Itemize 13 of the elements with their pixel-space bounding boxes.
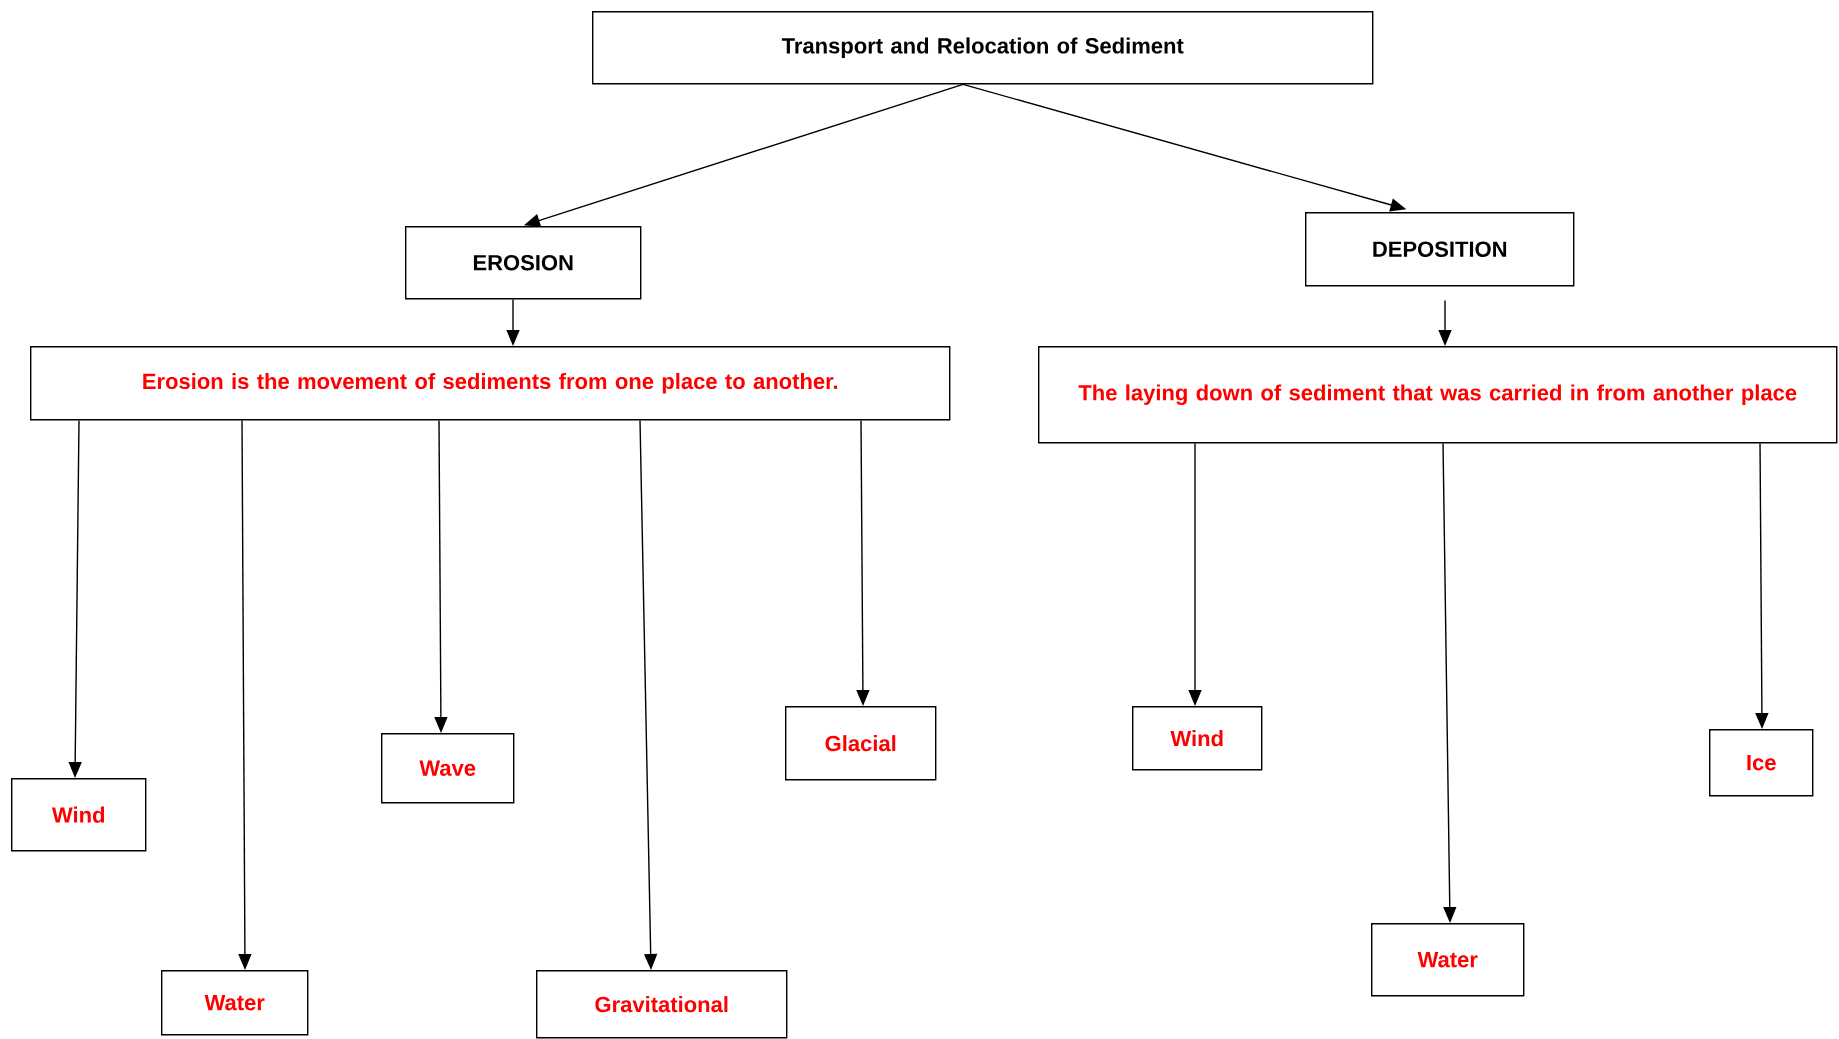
process-box: Glacial xyxy=(785,706,937,781)
definition-box: Erosion is the movement of sediments from one place to another. xyxy=(30,346,951,421)
process-box: Wave xyxy=(381,733,515,804)
process-box: Ice xyxy=(1709,729,1814,797)
process-box: Water xyxy=(1371,923,1525,997)
process-box: Wind xyxy=(11,778,147,852)
process-box: Gravitational xyxy=(536,970,788,1039)
definition-box: The laying down of sediment that was carried in from another place xyxy=(1038,346,1838,444)
process-box: Water xyxy=(161,970,309,1036)
process-box: Wind xyxy=(1132,706,1263,771)
category-box: DEPOSITION xyxy=(1305,212,1575,287)
category-box: EROSION xyxy=(405,226,642,300)
title-box: Transport and Relocation of Sediment xyxy=(592,11,1374,85)
